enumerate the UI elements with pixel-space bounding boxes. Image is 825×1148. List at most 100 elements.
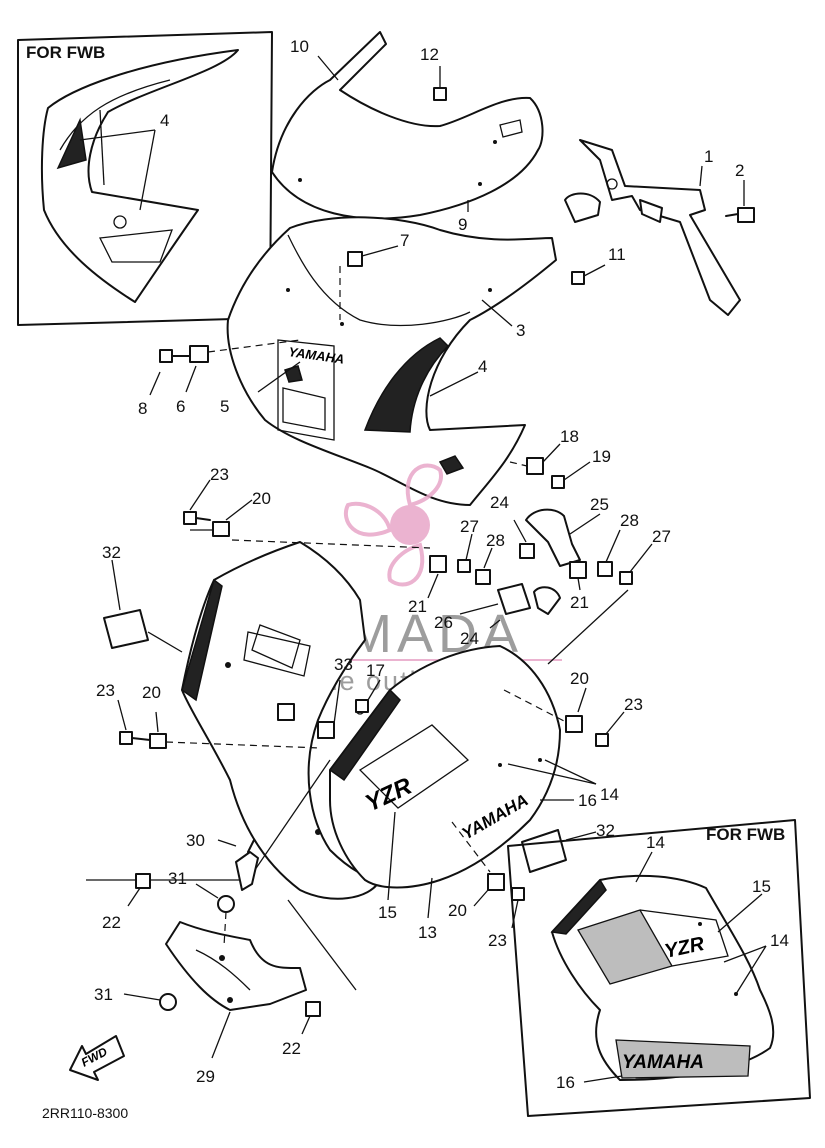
bracket-26	[497, 583, 561, 615]
grommet-7	[339, 245, 399, 320]
callout-32-right: 32	[596, 821, 615, 840]
callout-31-upper: 31	[168, 869, 187, 888]
grommet-18	[509, 457, 544, 475]
fwd-arrow-icon: FWD	[69, 1035, 125, 1081]
callout-28-right: 28	[620, 511, 639, 530]
callout-21-left: 21	[408, 597, 427, 616]
callout-11: 11	[608, 245, 626, 264]
callout-27-left: 27	[460, 517, 479, 536]
callout-27-right: 27	[652, 527, 671, 546]
callout-23-b: 23	[96, 681, 115, 700]
inset-frame	[507, 819, 811, 1117]
damper-32-left	[103, 609, 183, 653]
callout-12: 12	[420, 45, 439, 64]
callout-14-main: 14	[600, 785, 619, 804]
callout-7: 7	[400, 231, 409, 250]
cowling-stay	[564, 139, 741, 316]
callout-21-right: 21	[570, 593, 589, 612]
screw-23-right	[595, 733, 609, 747]
screw-27-right	[619, 571, 633, 585]
callout-33: 33	[334, 655, 353, 674]
callout-26: 26	[434, 613, 453, 632]
callout-6: 6	[176, 397, 185, 416]
callout-32-left: 32	[102, 543, 121, 562]
inset-title: FOR FWB	[26, 43, 105, 62]
propeller-logo	[343, 463, 443, 587]
screw-19	[551, 461, 591, 489]
callout-9: 9	[458, 215, 467, 234]
callout-2: 2	[735, 161, 744, 180]
screw-23-lower-left	[119, 731, 151, 745]
callout-31-lower: 31	[94, 985, 113, 1004]
callout-22-left: 22	[102, 913, 121, 932]
callout-30: 30	[186, 831, 205, 850]
callout-22-right: 22	[282, 1039, 301, 1058]
collar-20-upper-left	[212, 521, 230, 537]
callout-15-main: 15	[378, 903, 397, 922]
screw-27-left	[457, 559, 471, 573]
collar-21-right	[569, 561, 587, 579]
callout-10: 10	[290, 37, 309, 56]
callout-14-inset-right: 14	[770, 931, 789, 950]
clip-17	[355, 699, 369, 713]
collar-20-bottom	[451, 821, 505, 891]
windscreen	[271, 31, 544, 220]
callout-23-a: 23	[210, 465, 229, 484]
inset-title: FOR FWB	[706, 825, 785, 844]
cowl-side-panel	[40, 49, 239, 303]
grommet-left	[277, 703, 295, 721]
damper-32-right	[521, 829, 597, 873]
upper-cowling	[226, 216, 557, 506]
under-cowl-29	[165, 921, 307, 1011]
callout-29: 29	[196, 1067, 215, 1086]
callout-28-left: 28	[486, 531, 505, 550]
inset-fwb-top-left: FOR FWB 4	[17, 31, 273, 326]
washer-28-right	[597, 561, 613, 577]
grommet-31-lower	[159, 993, 177, 1011]
callout-20-c: 20	[570, 669, 589, 688]
callout-5: 5	[220, 397, 229, 416]
screw-12	[433, 66, 447, 101]
screw-23-bottom	[511, 887, 525, 901]
callout-20-b: 20	[142, 683, 161, 702]
callout-23-d: 23	[488, 931, 507, 950]
screw-8	[159, 349, 191, 363]
nut-24	[519, 543, 535, 559]
collar-6	[189, 339, 301, 363]
callout-14-inset-top: 14	[646, 833, 665, 852]
callout-20-d: 20	[448, 901, 467, 920]
callout-4: 4	[160, 111, 169, 130]
bolt-30	[235, 839, 259, 891]
callout-23-c: 23	[624, 695, 643, 714]
callout-3: 3	[516, 321, 525, 340]
screw-22-left	[135, 873, 151, 889]
cowl-panel-fwb	[550, 874, 775, 1081]
callout-13: 13	[418, 923, 437, 942]
callout-8: 8	[138, 399, 147, 418]
screw-11	[571, 264, 606, 285]
side-cowling-right	[328, 645, 561, 889]
grommet-31-upper	[217, 895, 235, 913]
drawing-code: 2RR110-8300	[42, 1105, 128, 1121]
callout-15-inset: 15	[752, 877, 771, 896]
callout-20-a: 20	[252, 489, 271, 508]
callout-17: 17	[366, 661, 385, 680]
grommet-33	[317, 679, 341, 739]
callout-25: 25	[590, 495, 609, 514]
inset-fwb-bottom-right: FOR FWB YZR YAMAHA 14 15 14 16	[507, 819, 811, 1117]
callout-19: 19	[592, 447, 611, 466]
collar-20-lower-left	[149, 733, 321, 749]
screw-23-upper-left	[183, 511, 211, 525]
collar-21-left	[429, 555, 447, 573]
callout-18: 18	[560, 427, 579, 446]
screw-22-right	[305, 1001, 321, 1017]
callout-16-main: 16	[578, 791, 597, 810]
collar-20-right	[503, 689, 583, 733]
callout-24-lower: 24	[460, 629, 479, 648]
callout-24-upper: 24	[490, 493, 509, 512]
washer-28-left	[475, 569, 491, 585]
yamaha-emblem-inset: YAMAHA	[622, 1052, 704, 1073]
callout-16-inset: 16	[556, 1073, 575, 1092]
callout-1: 1	[704, 147, 713, 166]
